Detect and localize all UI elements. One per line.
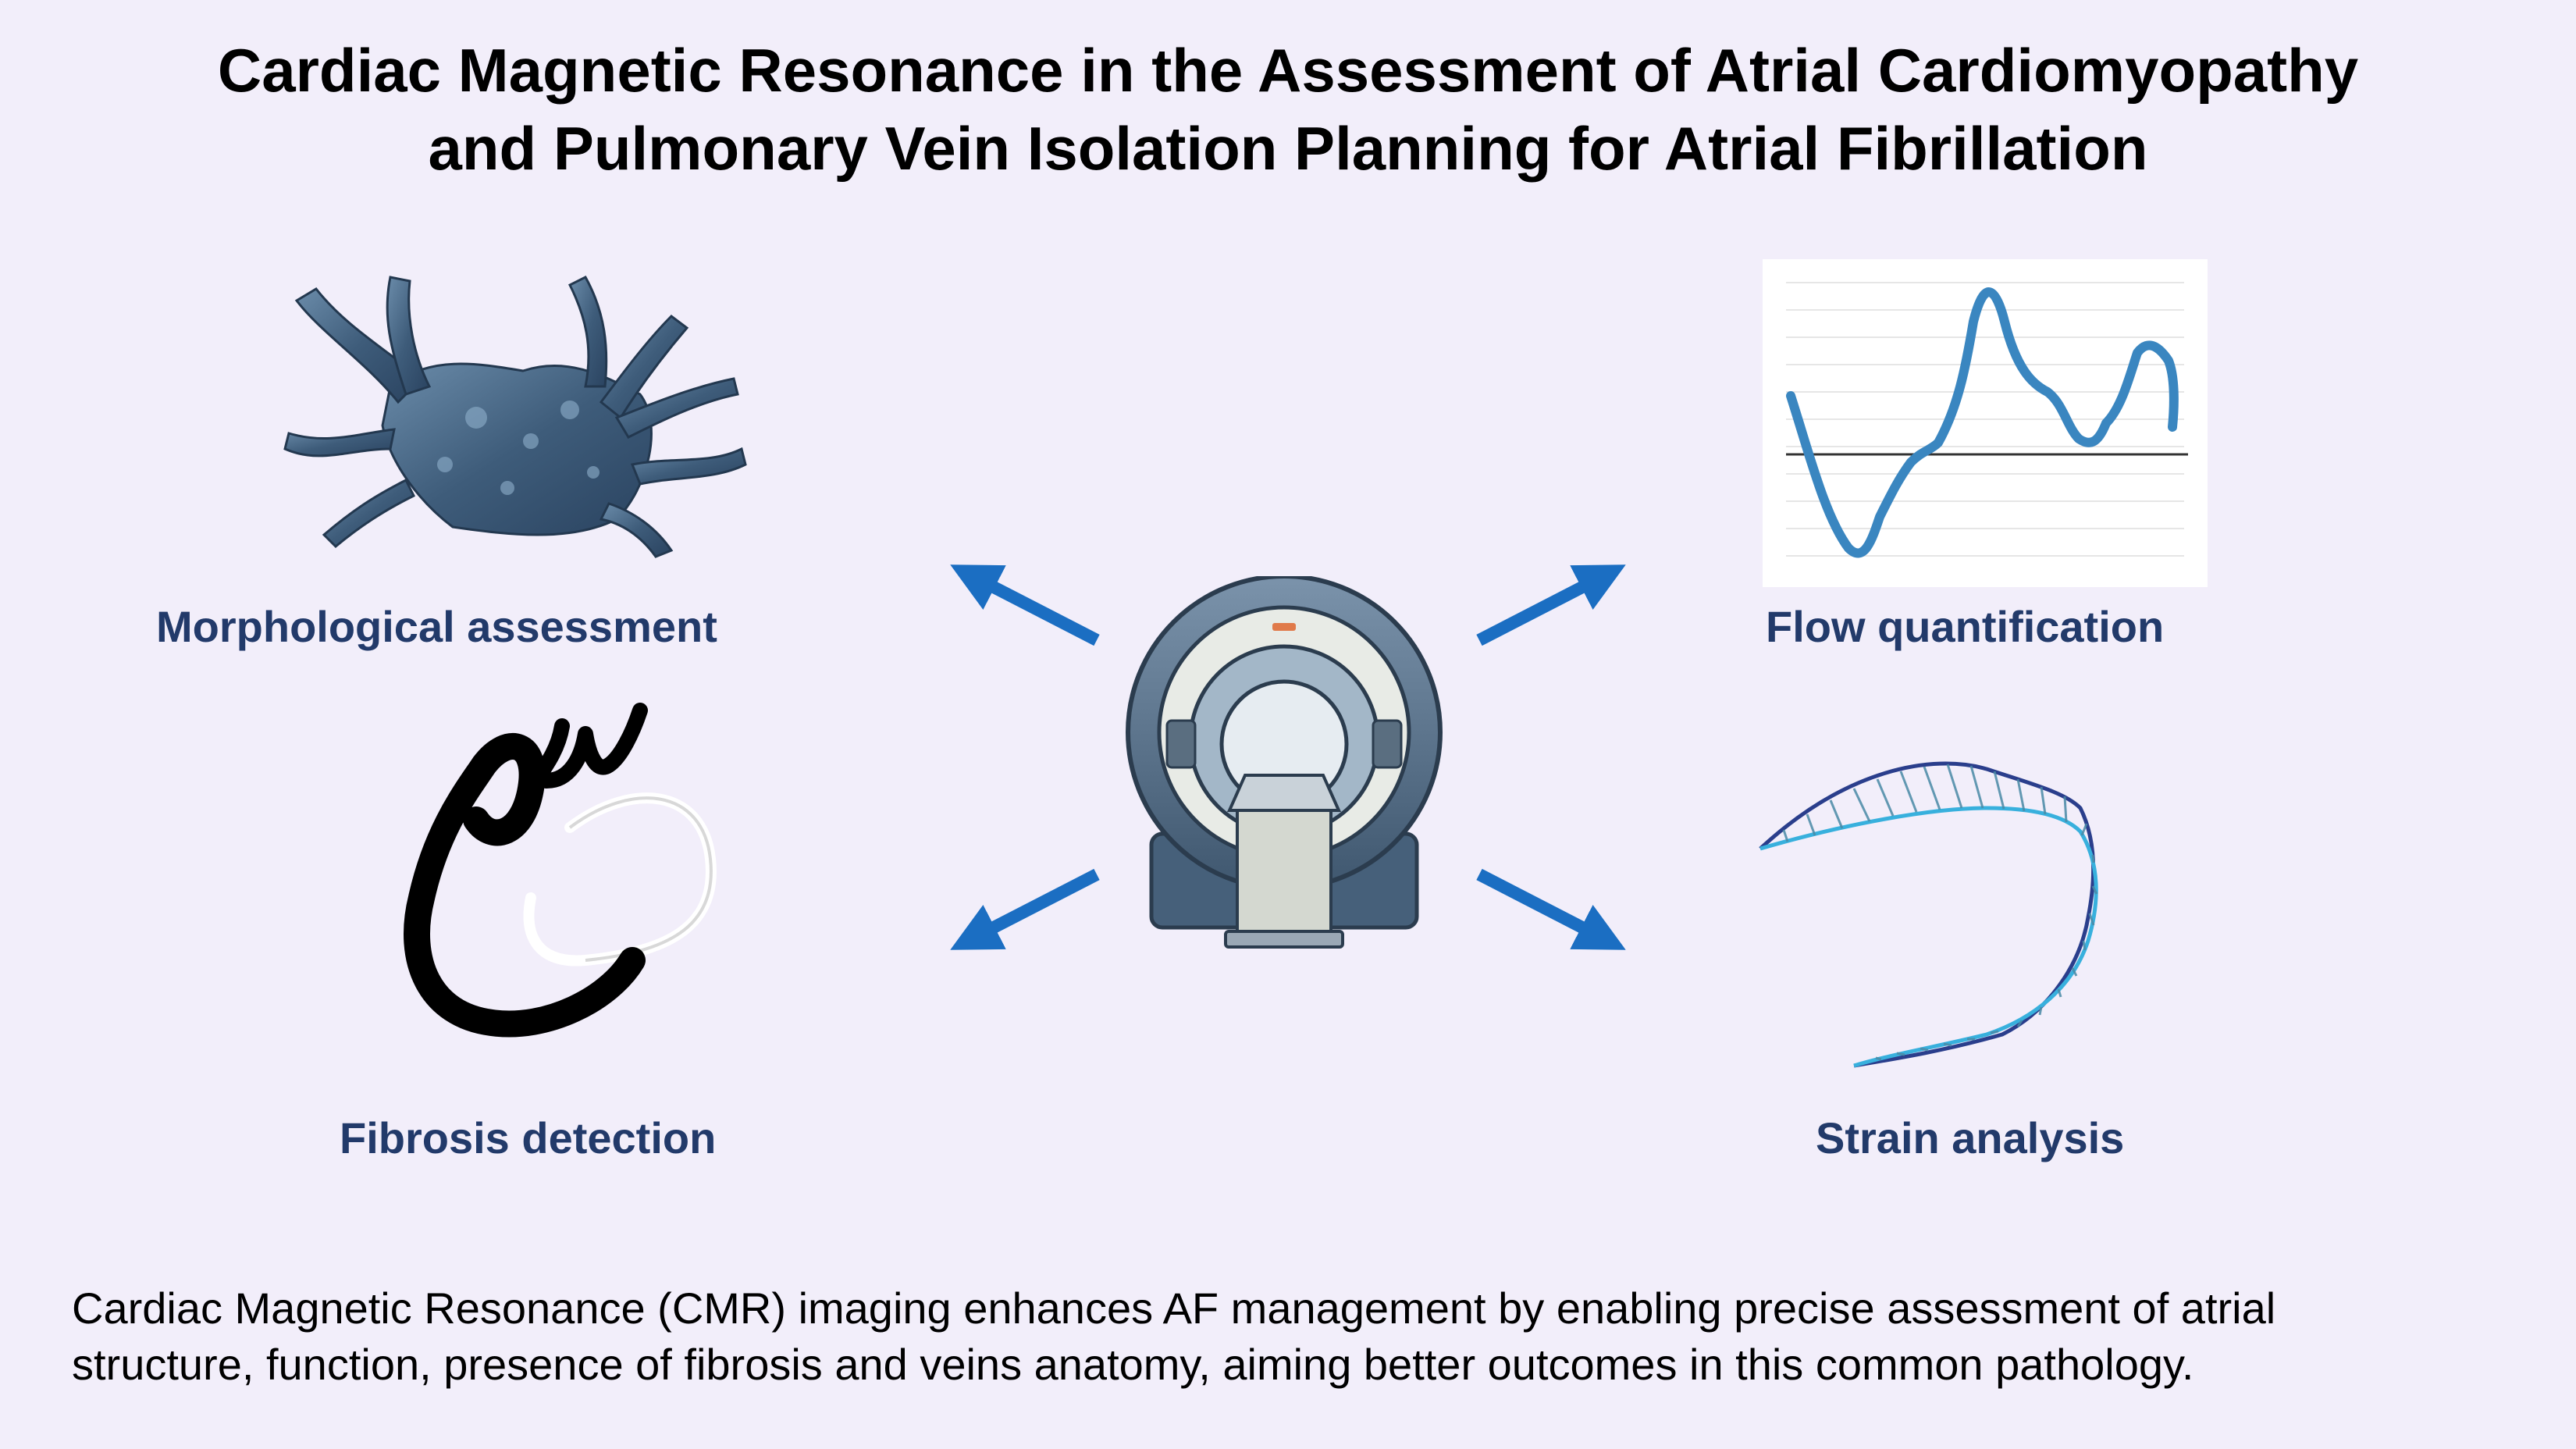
fibrosis-map-icon (404, 703, 717, 1038)
summary-caption: Cardiac Magnetic Resonance (CMR) imaging… (72, 1280, 2515, 1393)
caption-line-2: structure, function, presence of fibrosi… (72, 1340, 2194, 1389)
arrow-icon (950, 564, 1100, 646)
morphological-assessment-label: Morphological assessment (156, 602, 717, 651)
mri-scanner-icon (1126, 576, 1443, 949)
strain-ribbon-icon (1759, 761, 2098, 1068)
arrow-icon (1476, 564, 1626, 646)
arrow-icon (950, 868, 1100, 950)
left-atrium-3d-model-icon (283, 276, 747, 558)
fibrosis-detection-label: Fibrosis detection (340, 1113, 717, 1162)
arrow-icon (1476, 868, 1626, 950)
flow-curve-chart-icon (1763, 259, 2208, 587)
flow-quantification-label: Flow quantification (1766, 602, 2165, 651)
title-line-1: Cardiac Magnetic Resonance in the Assess… (217, 36, 2359, 105)
strain-analysis-label: Strain analysis (1816, 1113, 2125, 1162)
title-line-2: and Pulmonary Vein Isolation Planning fo… (428, 114, 2148, 183)
page-title: Cardiac Magnetic Resonance in the Assess… (0, 31, 2576, 187)
caption-line-1: Cardiac Magnetic Resonance (CMR) imaging… (72, 1283, 2276, 1333)
